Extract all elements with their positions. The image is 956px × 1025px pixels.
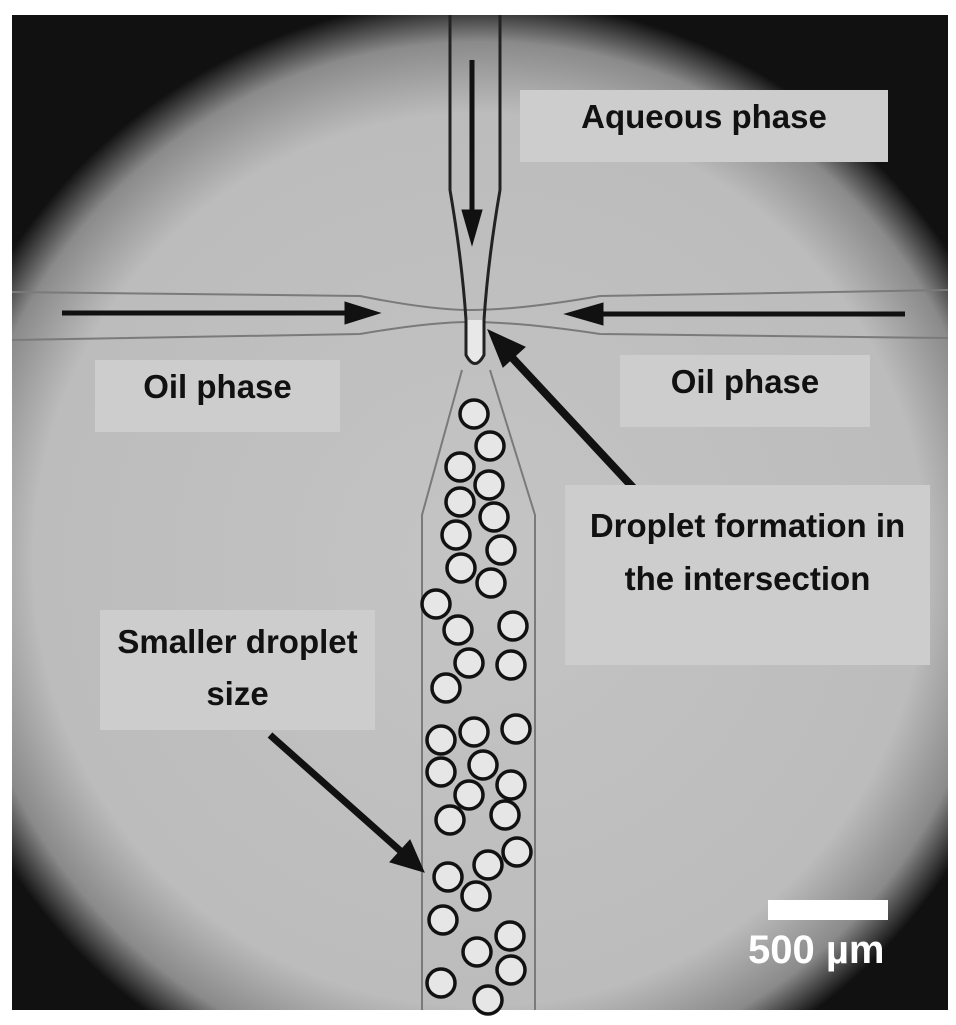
droplet xyxy=(460,880,492,912)
droplet xyxy=(461,936,493,968)
droplet xyxy=(473,469,505,501)
label-oil-phase-right: Oil phase xyxy=(620,355,870,427)
droplet xyxy=(495,954,527,986)
arrow-head xyxy=(461,209,483,247)
droplet xyxy=(485,534,517,566)
arrow-smaller-droplet xyxy=(267,732,408,858)
droplet xyxy=(495,649,527,681)
droplet xyxy=(453,779,485,811)
droplet xyxy=(494,920,526,952)
droplet xyxy=(420,588,452,620)
droplet xyxy=(472,984,504,1016)
droplet xyxy=(478,501,510,533)
arrow-head xyxy=(389,839,425,873)
droplet xyxy=(432,861,464,893)
droplet xyxy=(458,398,490,430)
arrow-head xyxy=(487,329,526,368)
arrow-head xyxy=(563,302,604,326)
droplet xyxy=(497,610,529,642)
droplet xyxy=(489,799,521,831)
droplet xyxy=(495,769,527,801)
droplet xyxy=(425,724,457,756)
droplet xyxy=(430,672,462,704)
oil-channel-top-wall xyxy=(11,289,949,312)
label-droplet-formation: Droplet formation in the intersection xyxy=(565,485,930,665)
forming-droplet xyxy=(464,320,486,365)
arrows xyxy=(62,60,905,873)
droplet xyxy=(472,849,504,881)
droplet xyxy=(442,614,474,646)
droplet xyxy=(425,967,457,999)
label-aqueous-phase: Aqueous phase xyxy=(520,90,888,162)
droplet xyxy=(434,804,466,836)
droplet xyxy=(501,836,533,868)
droplet xyxy=(474,430,506,462)
droplet xyxy=(444,451,476,483)
arrow-head xyxy=(344,301,382,325)
droplet xyxy=(458,716,490,748)
droplet xyxy=(445,552,477,584)
aqueous-channel-right-wall xyxy=(482,15,502,321)
droplet xyxy=(444,486,476,518)
droplet xyxy=(440,519,472,551)
outlet-channel-right-wall xyxy=(489,369,536,1010)
droplet xyxy=(427,904,459,936)
label-smaller-droplet-size: Smaller droplet size xyxy=(100,610,375,730)
droplet xyxy=(425,756,457,788)
droplet xyxy=(500,713,532,745)
outlet-channel-left-wall xyxy=(421,369,463,1010)
label-oil-phase-left: Oil phase xyxy=(95,360,340,432)
arrow-droplet-formation xyxy=(502,347,643,498)
droplets xyxy=(420,398,533,1016)
aqueous-channel-left-wall xyxy=(448,15,468,321)
scale-bar xyxy=(768,900,888,920)
droplet xyxy=(475,567,507,599)
scale-bar-label: 500 µm xyxy=(748,928,885,972)
droplet xyxy=(453,647,485,679)
droplet xyxy=(467,749,499,781)
